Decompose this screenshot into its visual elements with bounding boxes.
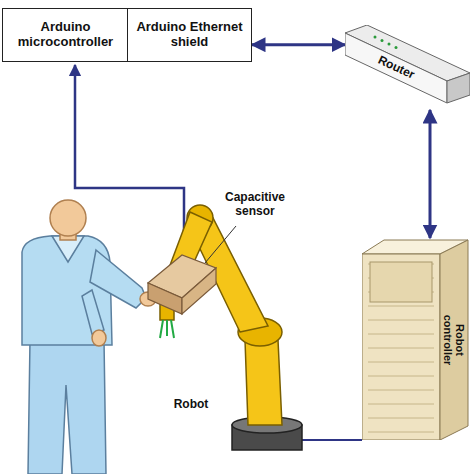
robot-cable bbox=[300, 439, 362, 441]
cabinet-panel bbox=[370, 262, 432, 302]
router-led bbox=[395, 46, 398, 49]
sensor-box bbox=[182, 268, 216, 314]
router-side bbox=[447, 73, 470, 103]
cabinet-front bbox=[362, 254, 440, 440]
router-led bbox=[381, 39, 384, 42]
router-led bbox=[374, 36, 377, 39]
sensor-wire bbox=[75, 65, 184, 254]
sensor-box bbox=[148, 255, 216, 314]
sensor-box bbox=[148, 283, 182, 314]
microcontroller-box: Arduino microcontroller bbox=[2, 8, 129, 62]
robot-arm bbox=[160, 320, 174, 338]
cabinet-vents bbox=[362, 254, 440, 440]
human-figure bbox=[82, 290, 104, 334]
sensor-label: Capacitive sensor bbox=[216, 191, 294, 219]
router-led bbox=[388, 43, 391, 46]
node-label: Arduino microcontroller bbox=[8, 20, 123, 50]
cabinet-side bbox=[440, 240, 468, 440]
leader-line bbox=[205, 226, 236, 263]
ethernet-shield-box: Arduino Ethernet shield bbox=[127, 8, 252, 62]
human-figure bbox=[90, 250, 146, 308]
node-label: Arduino Ethernet shield bbox=[133, 20, 246, 50]
network-link bbox=[429, 110, 432, 238]
human-figure bbox=[28, 340, 106, 474]
router-device: Router bbox=[345, 25, 470, 110]
router-front bbox=[345, 33, 447, 103]
robot-arm bbox=[245, 340, 282, 425]
controller-cabinet: Robot controller bbox=[362, 238, 470, 440]
human-figure bbox=[22, 200, 156, 474]
robot-label: Robot bbox=[164, 398, 218, 412]
human-figure bbox=[92, 330, 106, 346]
robot-arm bbox=[160, 205, 302, 450]
network-link bbox=[252, 43, 345, 46]
human-figure bbox=[50, 200, 86, 236]
node-label: Robot controller bbox=[442, 304, 466, 376]
